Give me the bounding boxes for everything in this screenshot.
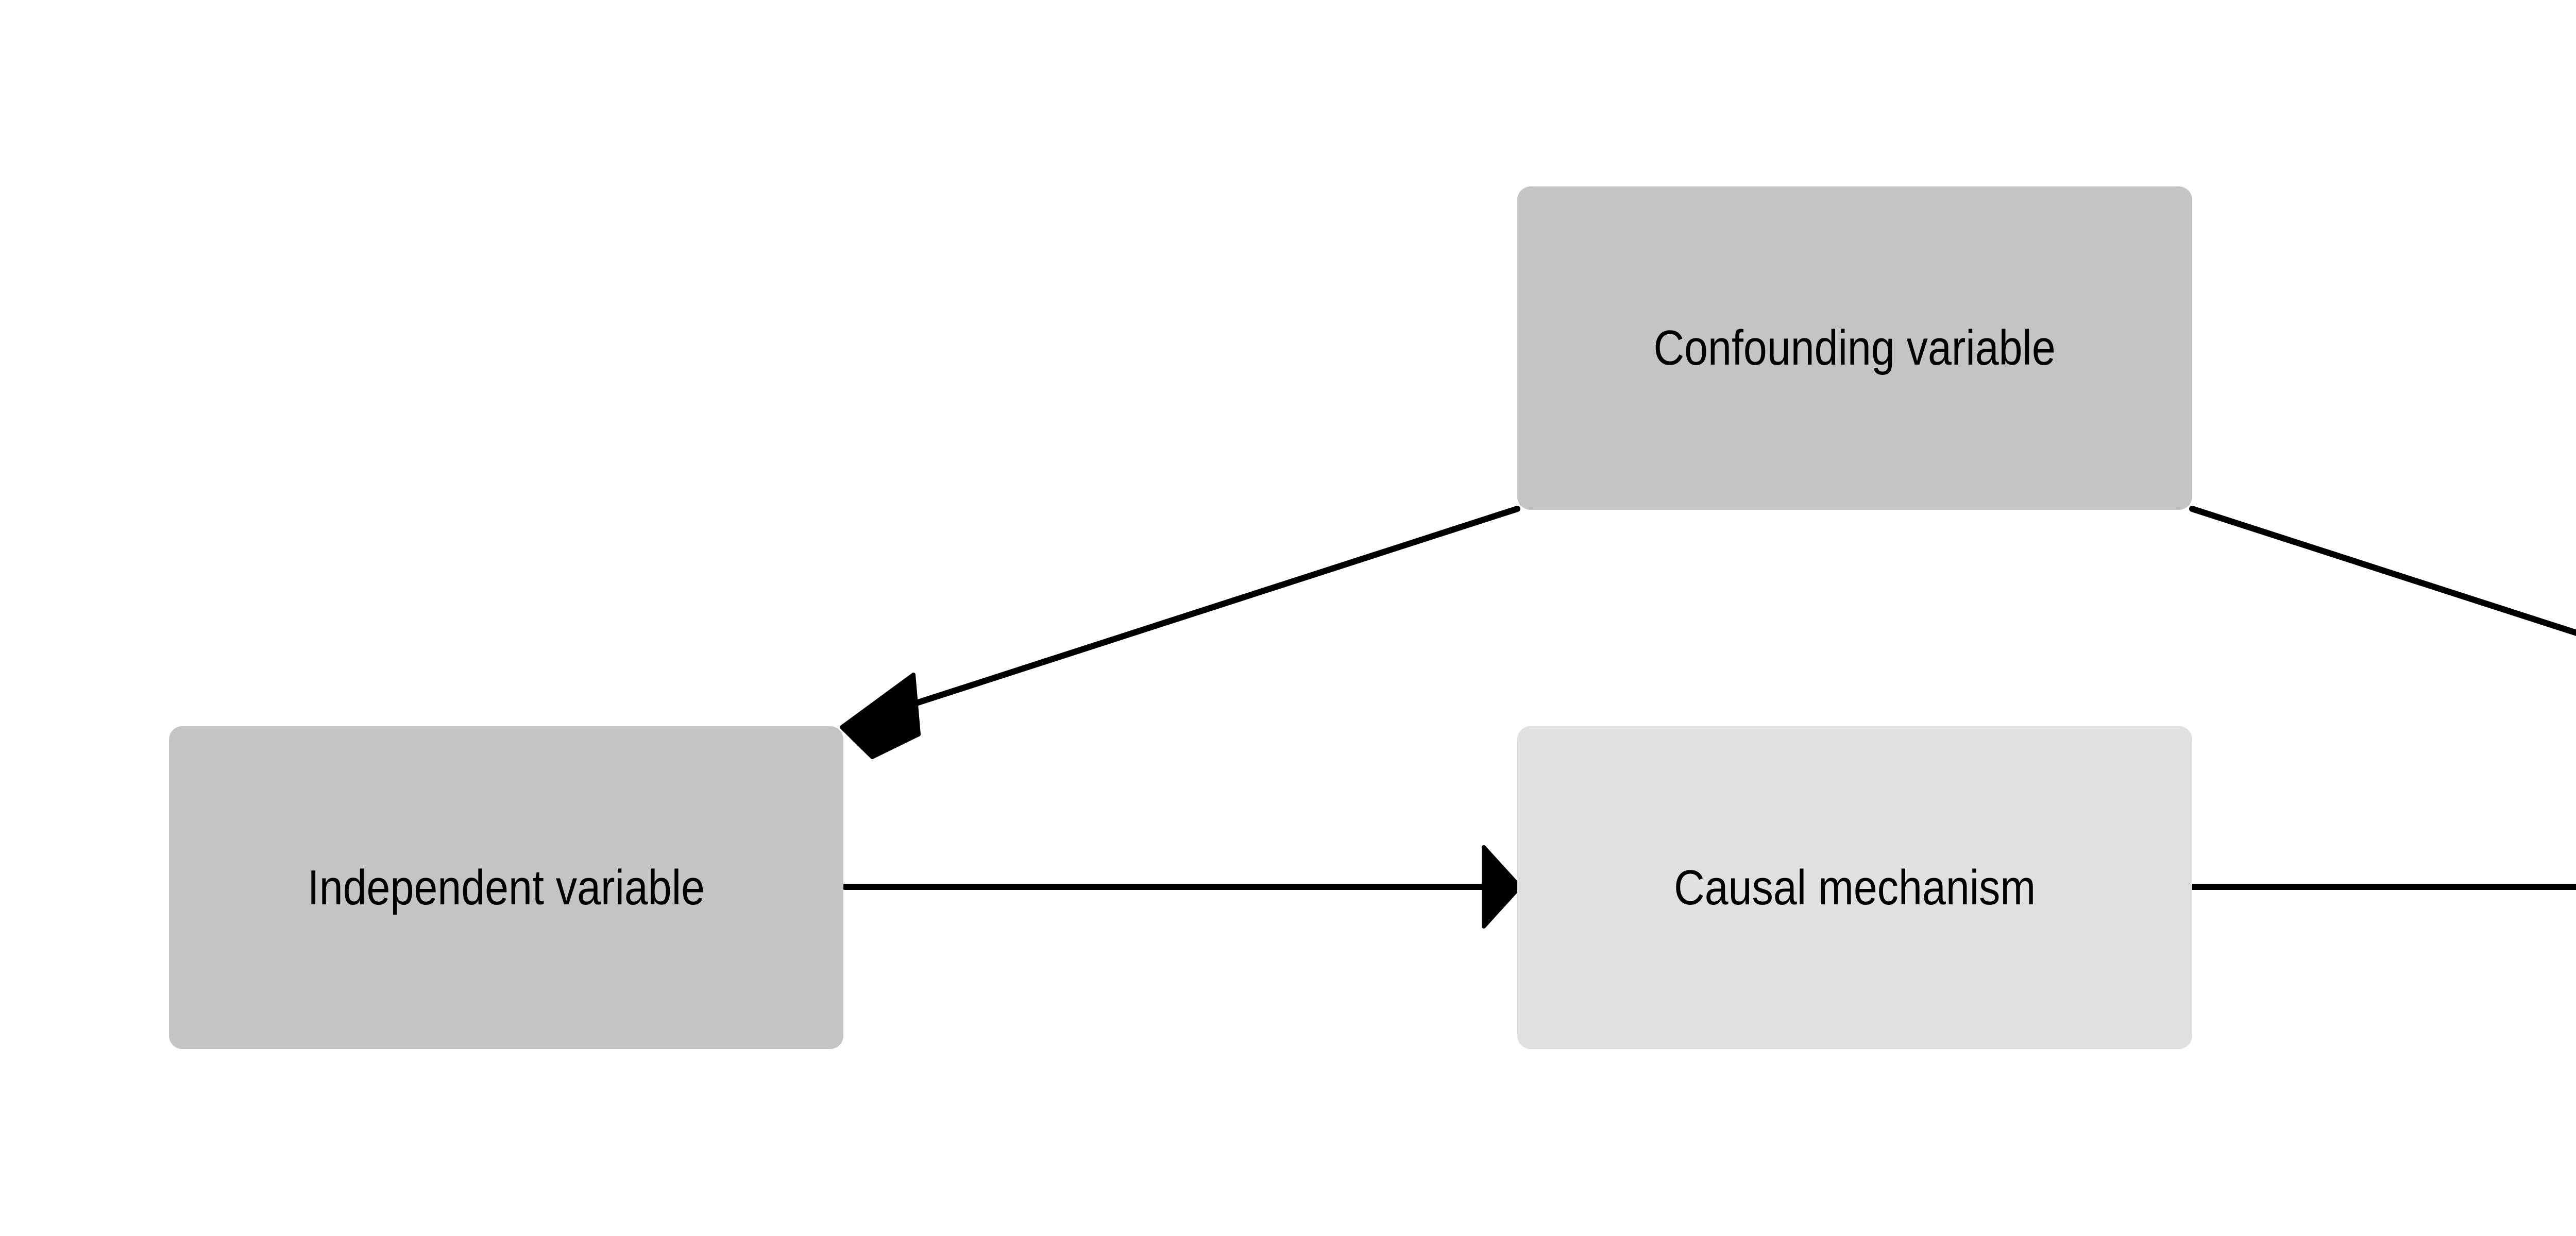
edge-confounding-to-independent	[840, 506, 1520, 759]
edge-confounding-to-dependent	[2189, 506, 2576, 636]
edge-line	[880, 506, 1520, 717]
node-independent-variable[interactable]: Independent variable	[169, 726, 843, 1049]
node-confounding-variable[interactable]: Confounding variable	[1517, 186, 2192, 510]
node-label: Causal mechanism	[1673, 860, 2036, 915]
edge-independent-to-causal	[842, 845, 1522, 929]
node-label: Confounding variable	[1653, 320, 2056, 376]
node-label: Independent variable	[307, 860, 705, 915]
arrowhead-icon	[1482, 845, 1522, 929]
arrowhead-icon	[840, 673, 921, 759]
edge-causal-to-dependent	[2188, 884, 2576, 890]
edge-line	[2189, 506, 2576, 636]
node-causal-mechanism[interactable]: Causal mechanism	[1517, 726, 2192, 1049]
